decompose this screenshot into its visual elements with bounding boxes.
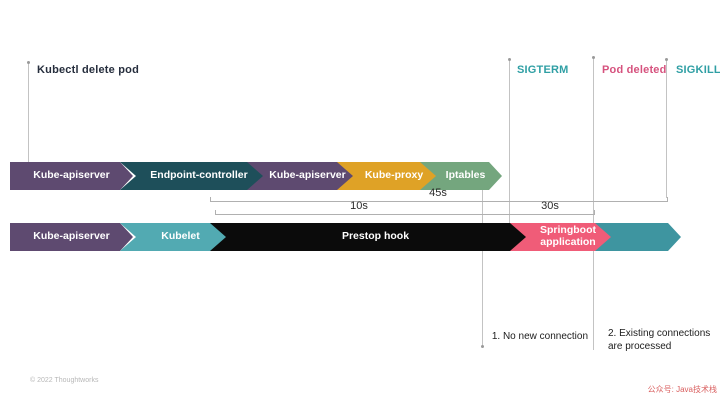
kubectl-delete-pod-label: Kubectl delete pod [37, 64, 139, 76]
duration-45s: 45s [429, 187, 447, 199]
copyright-text: © 2022 Thoughtworks [30, 377, 99, 384]
pod-deleted-label: Pod deleted [602, 64, 667, 76]
no-new-connection-marker-dot [481, 345, 484, 348]
segment-kube-proxy: Kube-proxy [337, 162, 442, 190]
sigkill-marker-dot [665, 58, 668, 61]
pod-deleted-marker-line [593, 58, 594, 350]
note-existing-connections: 2. Existing connections are processed [608, 328, 711, 352]
segment-kube-apiserver-row1: Kube-apiserver [10, 162, 133, 190]
duration-30s: 30s [541, 200, 559, 212]
no-new-connection-marker-line [482, 189, 483, 347]
segment-endpoint-controller: Endpoint-controller [120, 162, 269, 190]
sigterm-label: SIGTERM [517, 64, 569, 76]
note-no-new-connection: 1. No new connection [491, 331, 588, 342]
watermark-text: 公众号: Java技术栈 [647, 385, 717, 394]
duration-line-10s-30s [215, 210, 595, 215]
sigterm-marker-dot [508, 58, 511, 61]
duration-line-45s [210, 197, 668, 202]
segment-prestop-hook: Prestop hook [210, 223, 532, 251]
kubectl-marker-dot [27, 61, 30, 64]
segment-kube-apiserver-row2: Kube-apiserver [10, 223, 133, 251]
sigterm-marker-line [509, 60, 510, 225]
sigkill-marker-line [666, 60, 667, 198]
segment-springboot-application: Springboot application [510, 223, 617, 251]
sigkill-label: SIGKILL [676, 64, 720, 76]
segment-kube-apiserver-2: Kube-apiserver [247, 162, 359, 190]
pod-deleted-marker-dot [592, 56, 595, 59]
duration-10s: 10s [350, 200, 368, 212]
segment-kubelet: Kubelet [120, 223, 232, 251]
kubectl-delete-marker-line [28, 63, 29, 162]
